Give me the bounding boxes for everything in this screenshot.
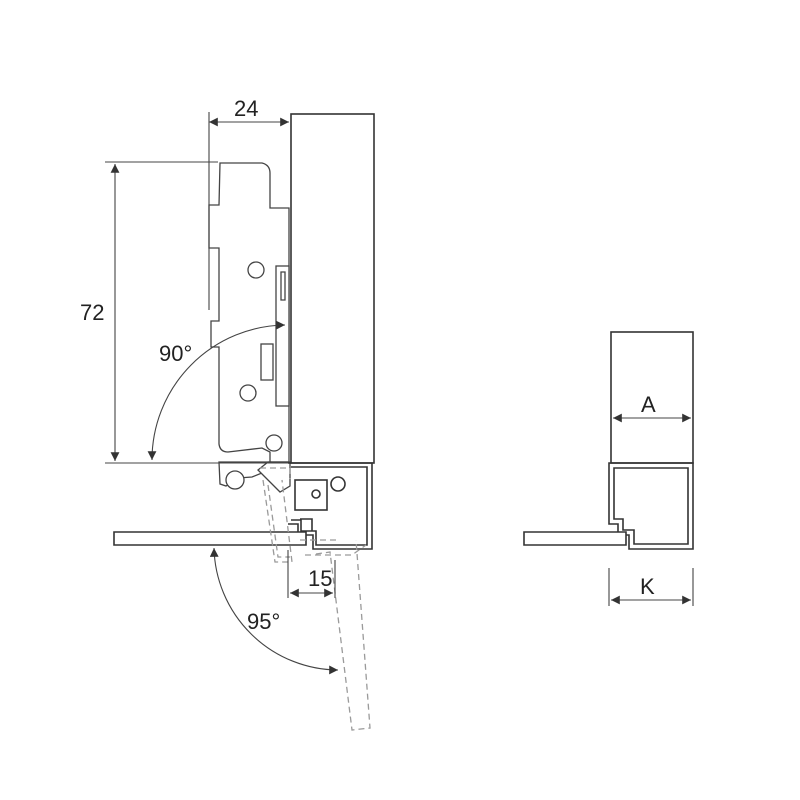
dim-15-label: 15 <box>308 566 333 591</box>
dim-15-lines <box>287 550 336 598</box>
right-frame-profile <box>608 462 694 550</box>
dim-k-lines <box>608 568 694 606</box>
right-shelf-panel <box>523 531 627 546</box>
door-frame-profile <box>288 462 373 550</box>
angle-90-label: 90° <box>159 341 193 366</box>
dim-72-label: 72 <box>80 300 105 325</box>
opened-door-ghost <box>260 467 371 731</box>
angle-95-arc <box>209 547 339 675</box>
dim-24-label: 24 <box>234 96 259 121</box>
dim-24-lines <box>208 112 290 310</box>
dim-72-lines <box>105 161 288 464</box>
dim-k-label: K <box>640 574 655 599</box>
shelf-panel <box>113 531 307 546</box>
hinge-arm <box>208 162 291 493</box>
angle-95-label: 95° <box>247 609 281 634</box>
cabinet-side-panel <box>290 113 375 464</box>
angle-90-arc <box>147 320 286 461</box>
dim-a-label: A <box>641 392 656 417</box>
